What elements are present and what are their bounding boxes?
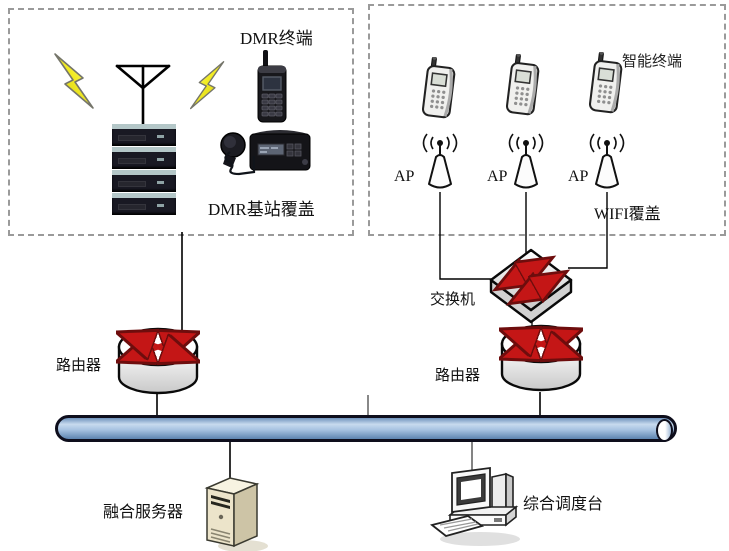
router-icon [499,324,583,396]
tower-server-icon [204,477,268,551]
router-left-label: 路由器 [56,358,102,374]
rack-unit [112,147,176,169]
dmr-mobile-radio-icon [220,130,311,176]
ap-label: AP [394,168,415,185]
access-point-icon [589,133,625,189]
bus-pipe-opening [656,419,673,442]
dmr-coverage-label: DMR基站覆盖 [208,200,315,219]
smart-terminal-label: 智能终端 [622,54,683,70]
ap-label: AP [568,168,589,185]
smartphone-icon [589,52,625,114]
base-station-rack-icon [112,124,176,216]
dmr-zone-box [8,8,354,236]
backbone-bus [55,415,677,442]
rack-unit [112,193,176,215]
rack-unit [112,170,176,192]
access-point-icon [508,133,544,189]
antenna-icon [115,64,171,128]
router-right-label: 路由器 [435,368,481,384]
rack-unit [112,124,176,146]
dispatch-console-label: 综合调度台 [523,496,604,513]
dispatch-console-icon [429,466,520,546]
wifi-zone-box [368,4,726,236]
ap-label: AP [487,168,508,185]
wifi-coverage-label: WIFI覆盖 [594,206,661,223]
smartphone-icon [506,54,542,116]
access-point-icon [422,133,458,189]
switch-label: 交换机 [430,292,476,308]
router-icon [116,327,200,399]
dmr-terminal-label: DMR终端 [240,29,313,48]
smartphone-icon [422,57,458,119]
lightning-icon [189,61,225,110]
dmr-handheld-icon [257,50,287,123]
switch-icon [489,248,573,324]
lightning-icon [54,53,94,109]
fusion-server-label: 融合服务器 [103,504,184,521]
